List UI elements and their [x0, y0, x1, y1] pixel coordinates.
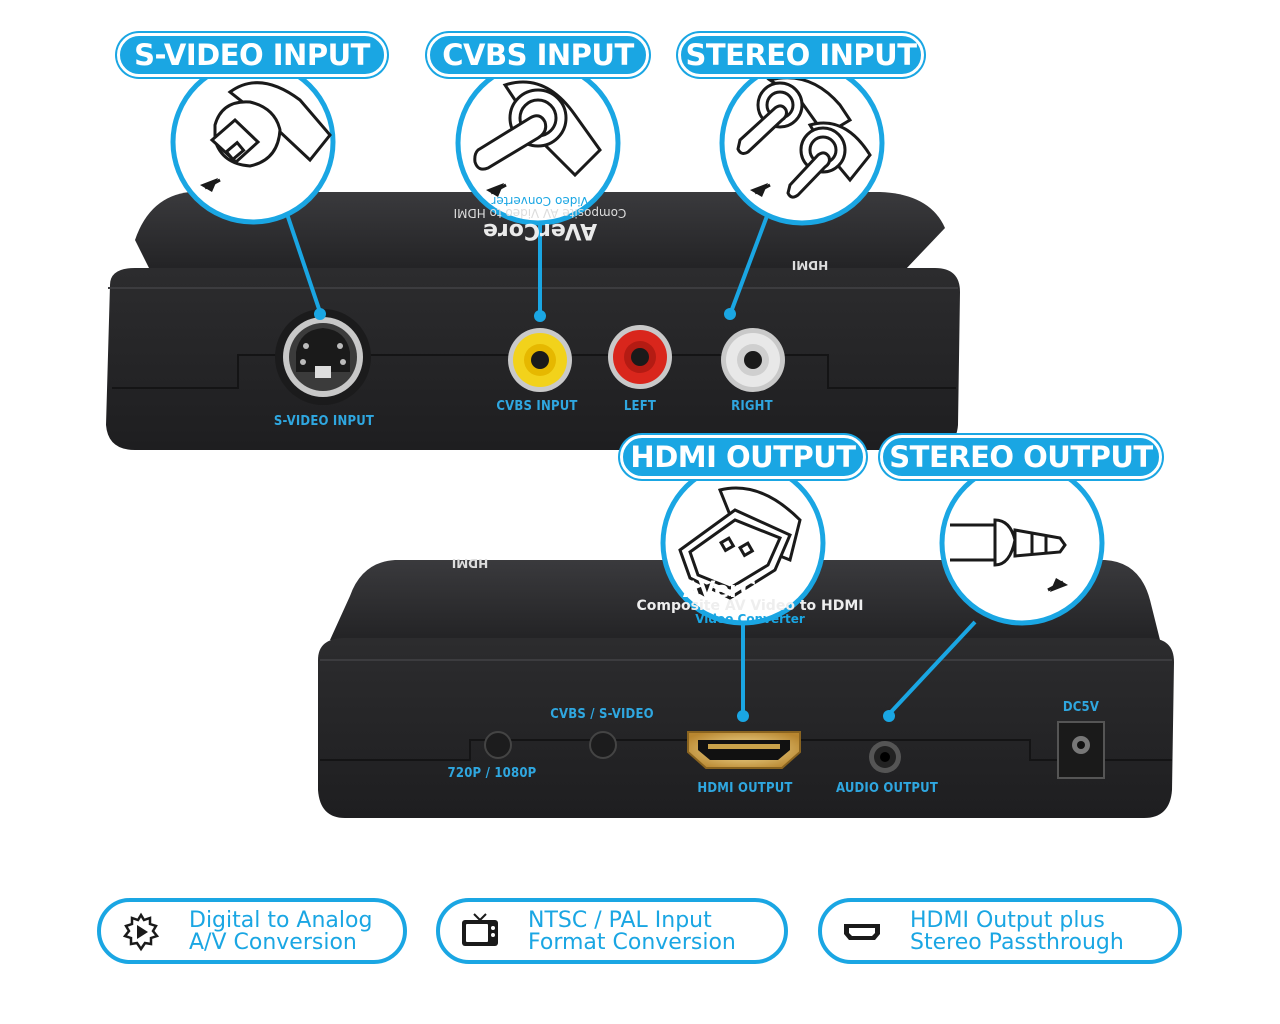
port-label-left: LEFT	[623, 399, 657, 414]
bottom-device-hdmi-logo: HDMI	[451, 556, 489, 570]
hdmi-port	[687, 731, 801, 769]
callout-hdmi-output: HDMI OUTPUT	[620, 435, 866, 479]
cvbs-zoom-circle	[455, 60, 621, 226]
gear-play-icon	[122, 912, 160, 952]
top-device-brand: AVerCore	[482, 218, 598, 243]
top-device-product-line2: Video Converter	[491, 194, 589, 208]
port-label-power: DC5V	[1062, 700, 1100, 715]
resolution-button	[484, 731, 512, 759]
callout-stereo-input: STEREO INPUT	[678, 33, 924, 77]
svideo-zoom-circle	[170, 59, 336, 225]
feature-hdmi-stereo: HDMI Output plus Stereo Passthrough	[818, 898, 1182, 964]
rca-jack-yellow	[508, 328, 572, 392]
stereo-input-zoom-circle	[719, 60, 885, 226]
bottom-device-brand: AVerCore	[682, 578, 798, 603]
port-label-cvbs: CVBS INPUT	[496, 399, 578, 414]
callout-stereo-output: STEREO OUTPUT	[880, 435, 1162, 479]
feature-hdmi-stereo-text: HDMI Output plus Stereo Passthrough	[910, 908, 1124, 955]
port-label-hdmi: HDMI OUTPUT	[697, 781, 793, 796]
port-label-mode: CVBS / S-VIDEO	[550, 707, 654, 722]
callout-svideo-input: S-VIDEO INPUT	[117, 33, 387, 77]
callout-cvbs-input: CVBS INPUT	[427, 33, 649, 77]
top-device-hdmi-logo: HDMI	[791, 258, 829, 272]
hdmi-port-icon	[844, 924, 880, 940]
top-device-product-line1: Composite AV Video to HDMI	[453, 206, 627, 220]
audio-jack	[869, 741, 901, 773]
rca-jack-white	[721, 328, 785, 392]
svideo-port	[275, 309, 371, 405]
bottom-device-product-line1: Composite AV Video to HDMI	[636, 598, 864, 614]
dc-power-jack	[1057, 721, 1105, 779]
port-label-svideo: S-VIDEO INPUT	[273, 414, 375, 429]
mode-button	[589, 731, 617, 759]
port-label-audio: AUDIO OUTPUT	[835, 781, 939, 796]
leader-lines	[283, 207, 977, 722]
hdmi-output-zoom-circle	[660, 460, 826, 626]
feature-digital-analog-text: Digital to Analog A/V Conversion	[189, 908, 373, 955]
port-label-right: RIGHT	[731, 399, 773, 414]
tv-icon	[462, 913, 498, 946]
feature-ntsc-pal-text: NTSC / PAL Input Format Conversion	[528, 908, 736, 955]
feature-digital-analog: Digital to Analog A/V Conversion	[97, 898, 407, 964]
port-label-resolution: 720P / 1080P	[447, 766, 537, 781]
feature-ntsc-pal: NTSC / PAL Input Format Conversion	[436, 898, 788, 964]
bottom-device-product-line2: Video Converter	[695, 612, 805, 626]
rca-jack-red	[608, 325, 672, 389]
